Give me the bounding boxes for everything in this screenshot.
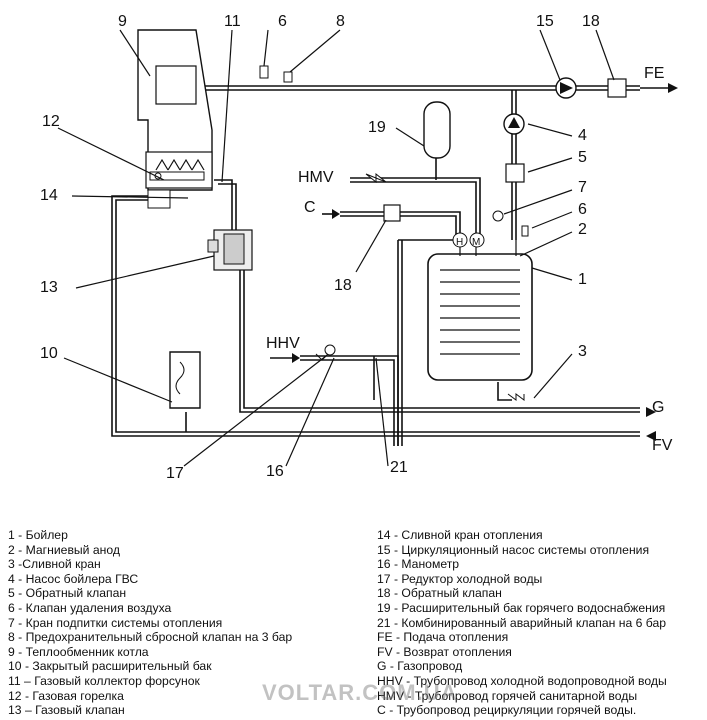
- legend-item: C - Трубопровод рециркуляции горячей вод…: [377, 703, 637, 718]
- num-5: 5: [578, 149, 587, 166]
- legend-item: 3 -Сливной кран: [8, 557, 101, 572]
- legend-item: HMV - Трубопровод горячей санитарной вод…: [377, 688, 638, 703]
- legend-item: HHV - Трубопровод холодной водопроводной…: [377, 673, 667, 688]
- fe-arrow-icon: [668, 83, 678, 93]
- legend-item: 8 - Предохранительный сбросной клапан на…: [8, 630, 293, 645]
- dhw-pump: [503, 113, 525, 135]
- num-21: 21: [390, 459, 408, 476]
- num-2: 2: [578, 221, 587, 238]
- legend-item: G - Газопровод: [377, 659, 463, 674]
- watermark: VOLTAR.COM.UA: [262, 680, 458, 705]
- num-17: 17: [166, 465, 184, 482]
- label-c: C: [304, 199, 316, 216]
- check-valve-lower: [383, 204, 401, 222]
- num-18-lower: 18: [334, 277, 352, 294]
- num-9: 9: [118, 13, 127, 30]
- air-vent-valve: [259, 65, 293, 83]
- legend-item: 19 - Расширительный бак горячего водосна…: [377, 600, 666, 615]
- g-arrow-icon: [646, 407, 656, 417]
- num-19: 19: [368, 119, 386, 136]
- legend-item: 13 – Газовый клапан: [8, 703, 125, 718]
- legend-item: 21 - Комбинированный аварийный клапан на…: [377, 615, 667, 630]
- num-6-right: 6: [578, 201, 587, 218]
- check-valve-top: [607, 78, 627, 98]
- num-12: 12: [42, 113, 60, 130]
- legend-item: FV - Возврат отопления: [377, 644, 512, 659]
- num-11: 11: [224, 13, 241, 30]
- expansion-tank-closed: [169, 351, 201, 409]
- num-6-top: 6: [278, 13, 287, 30]
- c-arrow-icon: [332, 209, 340, 219]
- legend-item: 5 - Обратный клапан: [8, 586, 127, 601]
- expansion-tank-dhw: [423, 101, 451, 159]
- hot-water-cylinder: [427, 240, 533, 381]
- check-valve-5: [505, 163, 525, 183]
- num-8: 8: [336, 13, 345, 30]
- hmv-pipe: [350, 177, 481, 240]
- label-fe: FE: [644, 65, 664, 82]
- legend-item: 12 - Газовая горелка: [8, 688, 124, 703]
- legend-item: 16 - Манометр: [377, 557, 460, 572]
- pressure-reducer: [315, 344, 336, 361]
- legend-item: 18 - Обратный клапан: [377, 586, 502, 601]
- sensor-m: M: [469, 232, 485, 248]
- num-13: 13: [40, 279, 58, 296]
- hhv-arrow-icon: [292, 353, 300, 363]
- label-hmv: HMV: [298, 169, 334, 186]
- label-hhv: HHV: [266, 335, 300, 352]
- hmv-valve: [365, 172, 387, 184]
- num-16: 16: [266, 463, 284, 480]
- num-14: 14: [40, 187, 58, 204]
- legend-item: FE - Подача отопления: [377, 630, 509, 645]
- legend-item: 9 - Теплообменник котла: [8, 644, 149, 659]
- fill-valve: [492, 210, 529, 237]
- gas-pipe: [239, 240, 640, 413]
- num-10: 10: [40, 345, 58, 362]
- label-fv: FV: [652, 437, 673, 454]
- leader-lines: [57, 29, 615, 467]
- label-g: G: [652, 399, 664, 416]
- drain-valve: [507, 393, 525, 401]
- heating-system-diagram: H M: [40, 13, 678, 482]
- legend-item: 6 - Клапан удаления воздуха: [8, 600, 172, 615]
- component-numbers: 9 11 6 8 15 18 12 14 13 10 19 4 5 7 6 2 …: [40, 13, 600, 482]
- legend-item: 14 - Сливной кран отопления: [377, 528, 543, 542]
- boiler-heat-exchanger: [137, 29, 213, 209]
- legend-item: 7 - Кран подпитки системы отопления: [8, 615, 223, 630]
- num-3: 3: [578, 343, 587, 360]
- legend-item: 11 – Газовый коллектор форсунок: [8, 673, 200, 688]
- return-pipe-outer: [111, 195, 640, 437]
- legend-item: 15 - Циркуляционный насос системы отопле…: [377, 542, 650, 557]
- legend-item: 10 - Закрытый расширительный бак: [8, 659, 212, 674]
- sensor-h: H: [452, 232, 468, 248]
- recirculation-pipe: [340, 211, 461, 240]
- fv-arrow-icon: [646, 431, 656, 441]
- legend-item: 17 - Редуктор холодной воды: [377, 571, 543, 586]
- num-4: 4: [578, 127, 587, 144]
- num-1: 1: [578, 271, 587, 288]
- num-18-top: 18: [582, 13, 600, 30]
- legend-item: 4 - Насос бойлера ГВС: [8, 571, 139, 586]
- circulation-pump: [555, 77, 577, 99]
- svg-text:M: M: [472, 237, 480, 248]
- svg-text:H: H: [456, 237, 463, 248]
- legend-item: 1 - Бойлер: [8, 528, 68, 542]
- num-15: 15: [536, 13, 554, 30]
- flow-labels: FE G FV HMV C HHV: [266, 65, 673, 454]
- legend-item: 2 - Магниевый анод: [8, 542, 120, 557]
- gas-valve: [207, 229, 253, 271]
- num-7: 7: [578, 179, 587, 196]
